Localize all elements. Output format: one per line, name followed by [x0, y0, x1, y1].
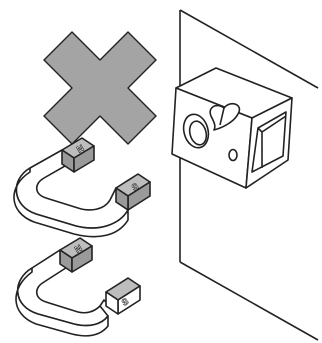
top-magnet-south-label: S — [130, 181, 140, 193]
horseshoe-magnet-bottom — [15, 237, 141, 337]
top-magnet-north-label: N — [75, 143, 86, 155]
bottom-magnet-north-label: N — [73, 243, 84, 255]
cross-mark-icon — [43, 31, 157, 145]
horseshoe-magnet-top — [13, 137, 151, 238]
bottom-magnet-south-label: S — [120, 296, 130, 308]
hollow-block-icon — [171, 67, 293, 189]
